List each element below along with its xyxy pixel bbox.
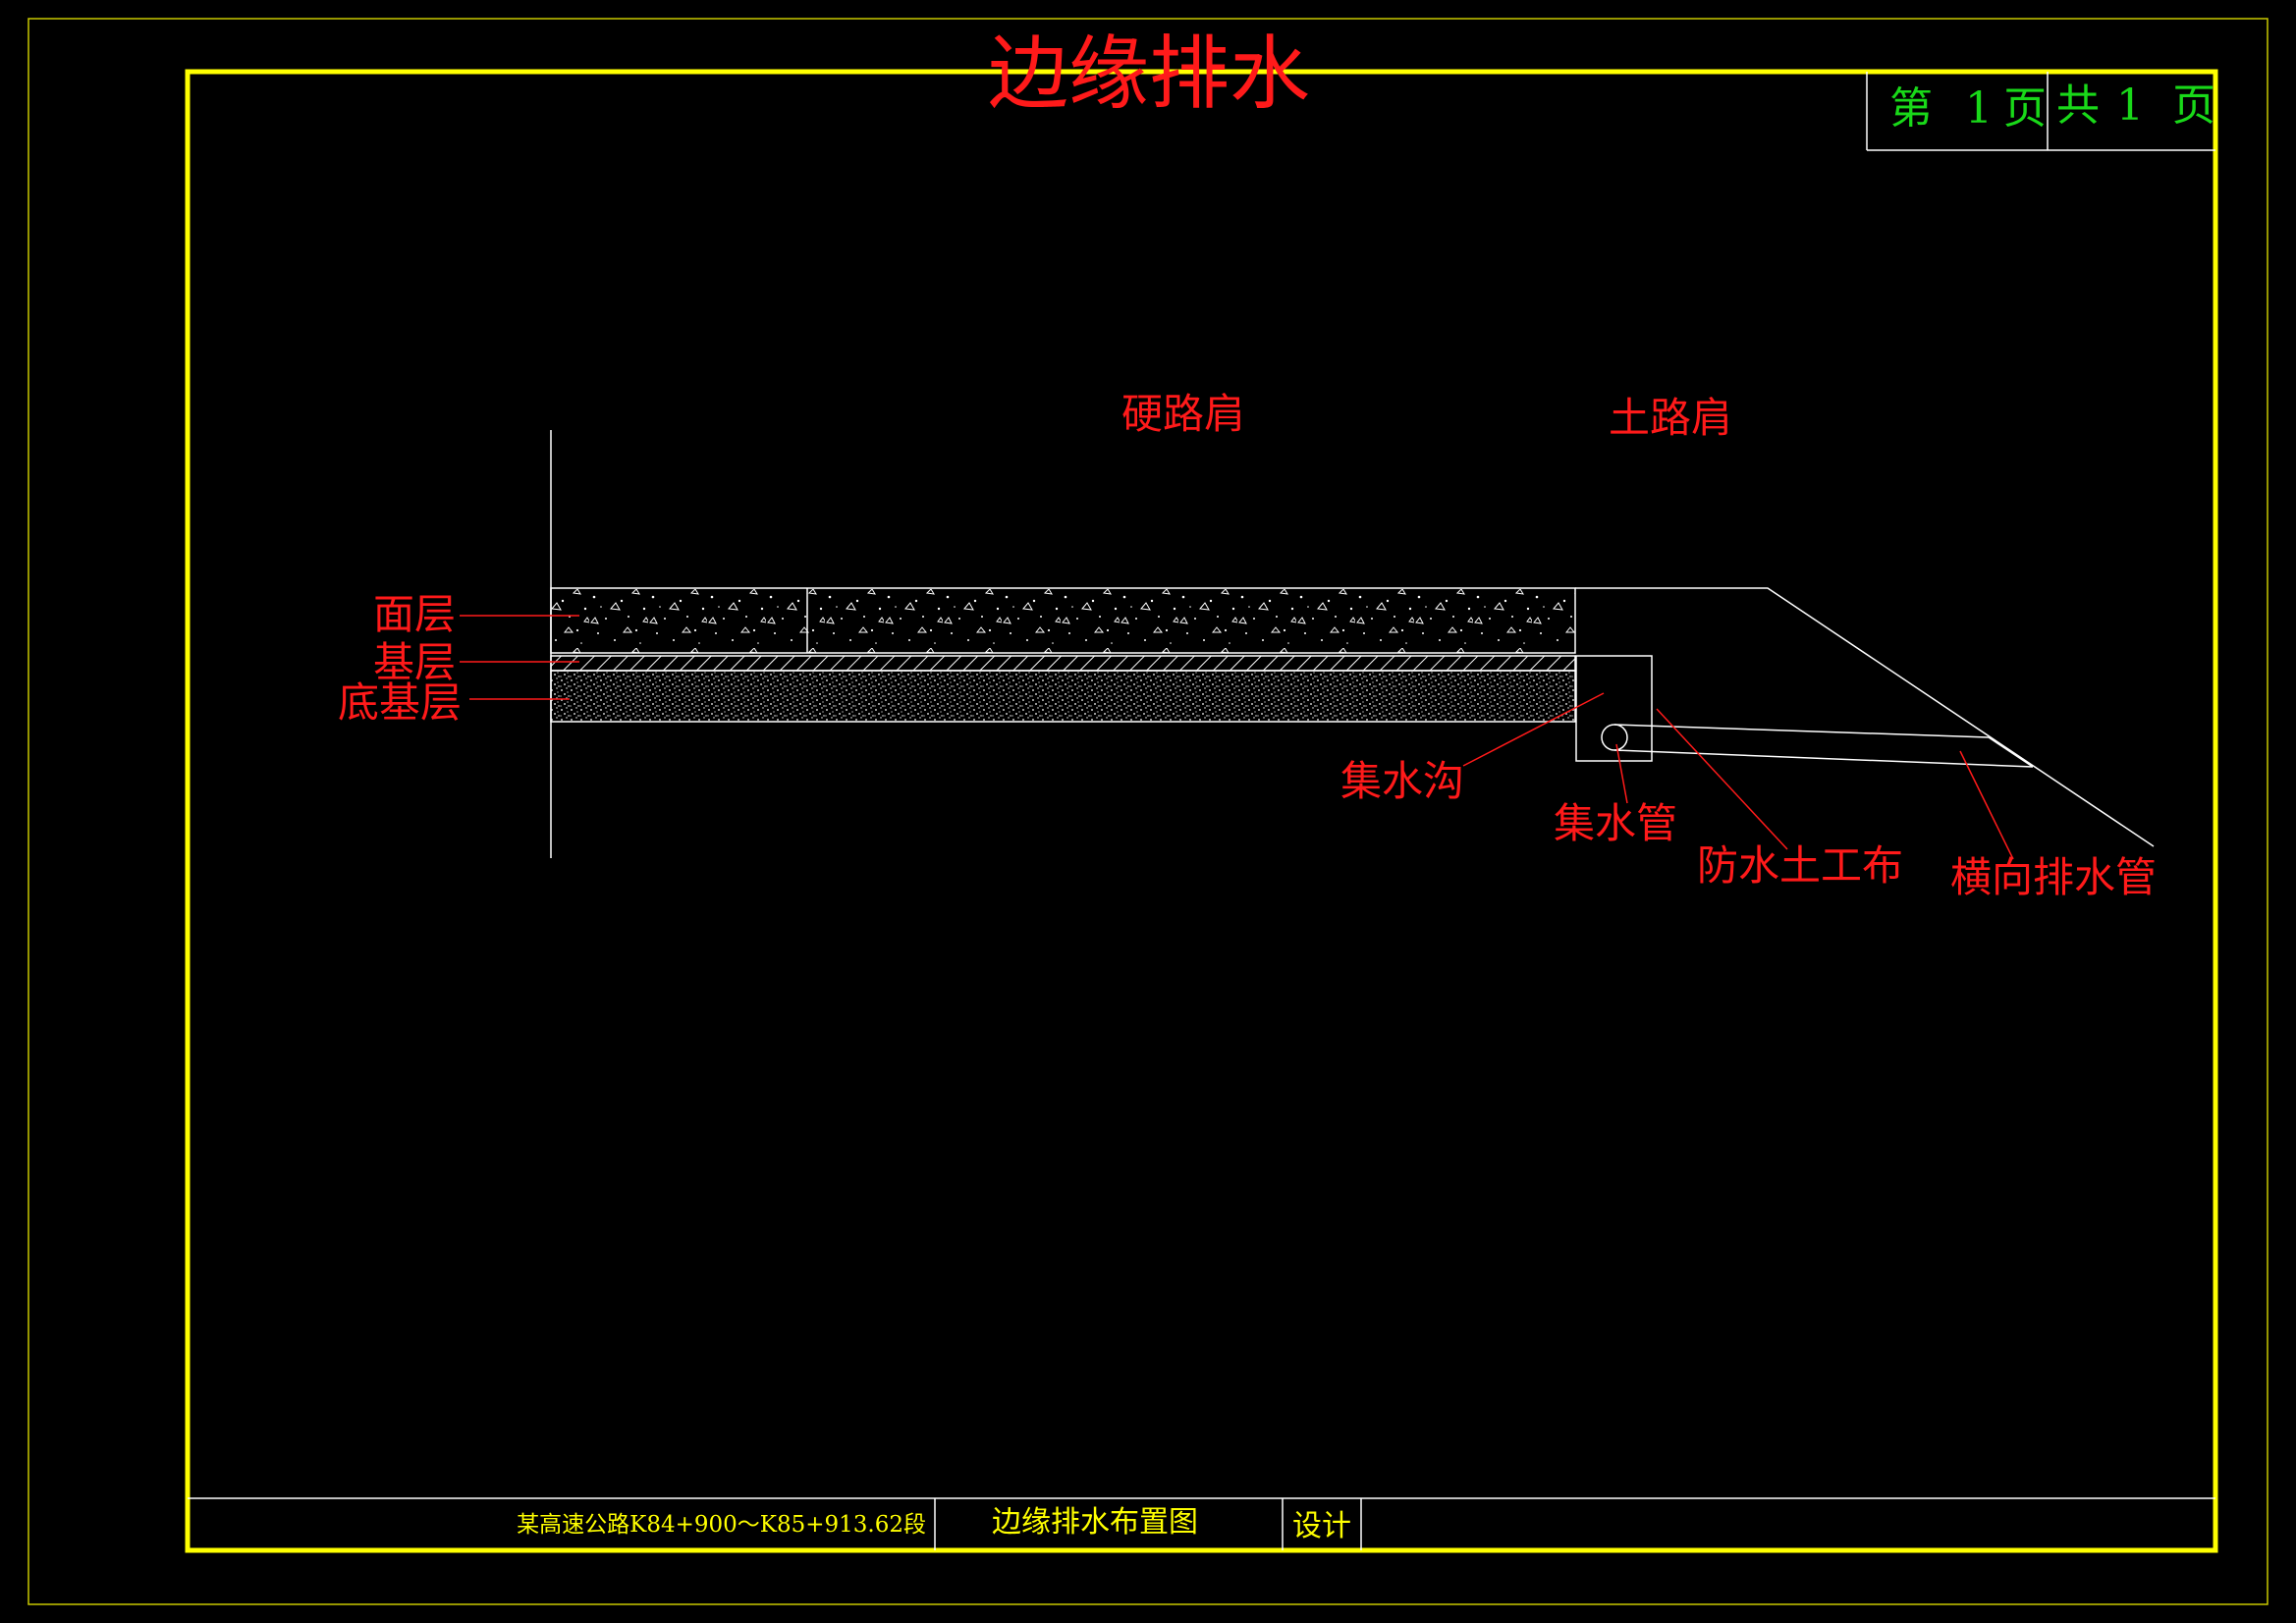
pavement-structure [550,587,1576,723]
page-total: 1 [2116,81,2144,131]
base-layer-label: 基层 [373,638,456,686]
soil-shoulder-label: 土路肩 [1609,394,1732,442]
soil-shoulder [1575,587,2155,847]
drawing-frame [185,69,2218,1553]
page-current-label: 第 [1889,83,1933,134]
page-current: 1 [1965,83,1993,134]
collecting-pipe [1601,724,1628,751]
page-total-word: 页 [2172,81,2215,131]
drawing-name: 边缘排水布置图 [992,1505,1198,1540]
hard-shoulder-label: 硬路肩 [1121,390,1245,438]
project-name: 某高速公路K84+900～K85+913.62段 [517,1512,926,1538]
transverse-drain-pipe [1613,724,2034,768]
page-word: 页 [2003,83,2047,134]
drawing-title: 边缘排水 [988,27,1310,121]
surface-layer-label: 面层 [373,590,456,638]
subbase-layer [550,670,1576,723]
title-block-lines [188,1497,2215,1550]
design-label: 设计 [1292,1509,1351,1543]
base-layer [550,655,1576,672]
outer-border [27,18,2269,1605]
surface-layer [550,587,1576,654]
page-total-label: 共 [2056,81,2100,131]
leader-lines [460,615,2014,860]
page-number-box [1866,72,2215,151]
collecting-pipe-label: 集水管 [1554,799,1677,847]
transverse-drain-label: 横向排水管 [1950,853,2157,901]
collecting-ditch [1575,655,1653,762]
geotextile-label: 防水土工布 [1697,841,1903,890]
subbase-layer-label: 底基层 [338,678,462,727]
collecting-ditch-label: 集水沟 [1340,757,1464,805]
